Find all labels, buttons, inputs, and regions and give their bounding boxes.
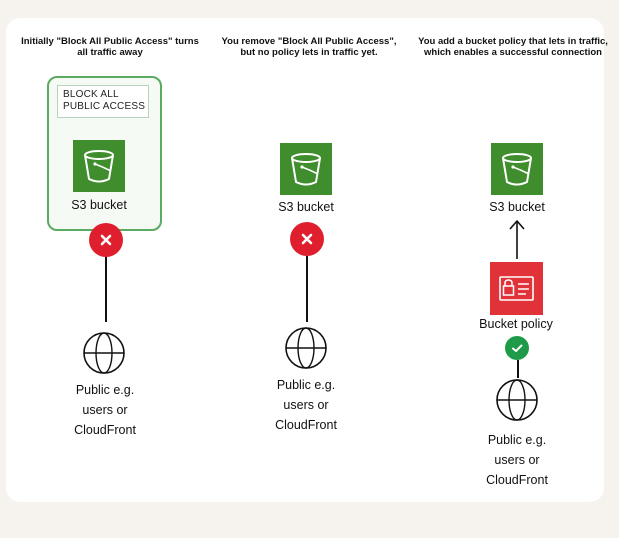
s3-bucket-icon: [73, 140, 125, 192]
x-icon: [100, 234, 112, 246]
public-label-line-1: Public e.g.: [276, 378, 336, 392]
s3-bucket-icon: [491, 143, 543, 195]
connector-line: [517, 360, 519, 378]
column-3-title: You add a bucket policy that lets in tra…: [418, 36, 608, 58]
arrow-up-icon: [509, 220, 525, 259]
deny-badge: [290, 222, 324, 256]
block-all-public-access-label: BLOCK ALL PUBLIC ACCESS: [57, 85, 149, 118]
allow-badge: [505, 336, 529, 360]
public-label-line-1: Public e.g.: [75, 383, 135, 397]
connector-line: [306, 256, 308, 322]
x-icon: [301, 233, 313, 245]
check-icon: [512, 344, 523, 352]
globe-icon: [82, 331, 126, 375]
public-label-line-3: CloudFront: [275, 418, 337, 432]
column-1-title: Initially "Block All Public Access" turn…: [21, 36, 199, 58]
s3-bucket-icon: [280, 143, 332, 195]
globe-icon: [495, 378, 539, 422]
s3-bucket-label: S3 bucket: [489, 200, 545, 214]
column-2-title: You remove "Block All Public Access", bu…: [221, 36, 397, 58]
public-label-line-2: users or: [82, 403, 128, 417]
bucket-policy-icon: [490, 262, 543, 315]
s3-bucket-label: S3 bucket: [71, 198, 127, 212]
public-label-line-2: users or: [283, 398, 329, 412]
public-label-line-2: users or: [494, 453, 540, 467]
connector-line: [105, 256, 107, 322]
bucket-policy-label: Bucket policy: [479, 317, 553, 331]
s3-bucket-label: S3 bucket: [278, 200, 334, 214]
public-label-line-3: CloudFront: [486, 473, 548, 487]
public-label-line-1: Public e.g.: [487, 433, 547, 447]
globe-icon: [284, 326, 328, 370]
public-label-line-3: CloudFront: [74, 423, 136, 437]
deny-badge: [89, 223, 123, 257]
